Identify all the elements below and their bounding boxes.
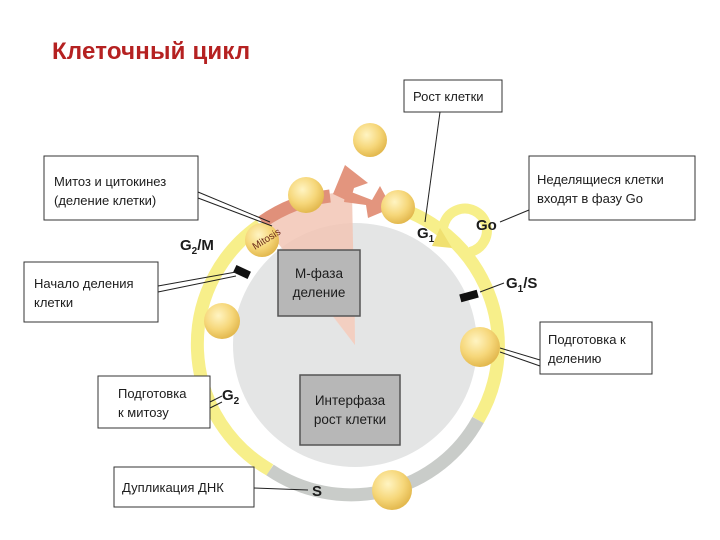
leader-line [499,347,541,361]
callout-mitosis-line2: (деление клетки) [54,193,156,208]
callout-prep-mitosis-line1: Подготовка [118,386,187,401]
g0-marker: Go [476,217,497,234]
interphase-line2: рост клетки [314,412,386,427]
callout-cell-growth [403,79,503,113]
callout-division-start-line2: клетки [34,295,73,310]
callout-prep-mitosis-line2: к митозу [118,405,169,420]
g1s-marker: G1/S [506,275,537,295]
g2m-marker: G2/M [180,237,214,257]
leader-line [499,351,541,367]
callout-prep-division-line2: делению [548,351,602,366]
callout-prep-division-line1: Подготовка к [548,332,626,347]
g1-arc [376,196,505,424]
m-phase-line1: М-фаза [295,266,343,281]
callout-division-start [23,261,159,323]
g1-marker: G1 [417,225,435,245]
callout-prep-division [539,321,653,375]
interphase-yellow-arc [190,219,274,476]
cell [288,177,324,213]
g0-loop [437,203,492,257]
slide-title: Клеточный цикл [52,38,251,65]
leader-line [197,191,271,223]
cell [204,303,240,339]
callout-dna-duplication-text: Дупликация ДНК [122,480,224,495]
leader-line [197,197,273,227]
cell [353,123,387,157]
leader-line [157,271,237,287]
interphase-line1: Интерфаза [315,393,386,408]
g2m-checkpoint-bar [233,264,251,280]
s-marker: S [312,483,322,500]
mitosis-arrow-right [344,186,392,218]
callout-prep-mitosis [97,375,211,429]
cell [245,223,279,257]
callout-non-dividing-line2: входят в фазу Go [537,191,643,206]
callout-non-dividing-line1: Неделящиеся клетки [537,172,664,187]
g0-loop-arrowhead [432,228,452,248]
leader-line [209,401,223,409]
cell [372,470,412,510]
g2-marker: G2 [222,387,240,407]
leader-line [157,275,237,293]
leader-line [479,282,505,293]
leader-line [499,209,530,223]
g1s-checkpoint-bar [459,289,479,303]
callout-non-dividing [528,155,696,221]
m-phase-line2: деление [293,285,346,300]
callout-cell-growth-text: Рост клетки [413,89,484,104]
callout-mitosis-cytokinesis [43,155,199,221]
mitosis-arrow-up [333,165,368,202]
callout-dna-duplication [113,466,255,508]
callout-mitosis-line1: Митоз и цитокинез [54,174,166,189]
cell [381,190,415,224]
leader-line [253,487,309,491]
m-phase-box [277,249,361,317]
leader-line [209,395,223,403]
cell [460,327,500,367]
callout-division-start-line1: Начало деления [34,276,134,291]
leader-line [424,111,441,223]
interphase-box [299,374,401,446]
